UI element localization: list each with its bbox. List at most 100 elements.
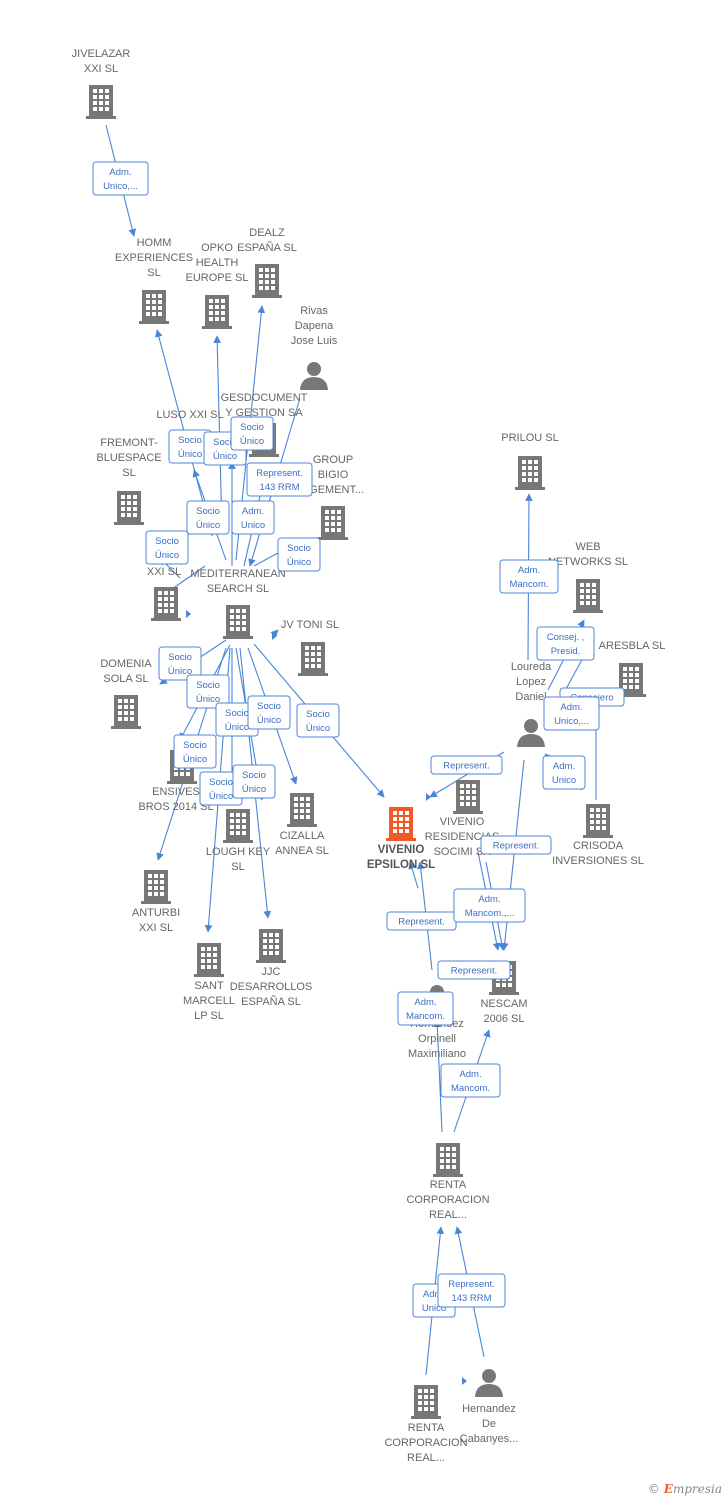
node-label-line: CORPORACION: [384, 1437, 467, 1449]
node-label: HernandezOrpinellMaximiliano: [408, 1018, 466, 1060]
edge-label-7[interactable]: Adm.Unico: [231, 500, 275, 535]
edge-label-21[interactable]: Adm.Unico,...: [543, 696, 600, 731]
building-icon: [433, 1143, 463, 1177]
edge-label-22[interactable]: Represent.: [430, 755, 503, 775]
edge-label-24[interactable]: Represent.: [480, 835, 552, 855]
edge-label-line: Socio: [306, 709, 330, 720]
edge-label-line: Único: [196, 694, 220, 705]
node-jvtoni[interactable]: JV TONI SL: [281, 619, 339, 676]
edge-label-18[interactable]: Adm.Mancom.: [499, 559, 559, 594]
node-label-line: Hernandez: [462, 1403, 516, 1415]
edge-label-box: [186, 500, 230, 535]
node-label-line: ESPAÑA SL: [241, 995, 301, 1008]
node-luso[interactable]: LUSO XXI SL: [156, 409, 223, 421]
edge-label-29[interactable]: Adm.Mancom.: [440, 1063, 501, 1098]
edge-label-5[interactable]: Represent.143 RRM: [246, 462, 313, 497]
building-icon: [111, 695, 141, 729]
building-icon: [411, 1385, 441, 1419]
building-icon: [298, 642, 328, 676]
node-label-line: SOLA SL: [103, 673, 148, 685]
edge-label-26[interactable]: Adm.Mancom.,...: [453, 888, 526, 923]
edge-label-box: [247, 695, 291, 730]
edge-label-27[interactable]: Represent.: [437, 960, 511, 980]
node-prilou[interactable]: PRILOU SL: [501, 432, 559, 490]
node-label-line: AGEMENT...: [302, 484, 364, 496]
edge-label-box: [232, 764, 276, 799]
node-label: JV TONI SL: [281, 619, 339, 631]
edge-label-line: Adm.: [242, 506, 264, 517]
edge-label-28[interactable]: Adm.Mancom.: [397, 991, 454, 1026]
node-label-line: NESCAM: [480, 998, 527, 1010]
edge-label-19[interactable]: Consej. ,Presid.: [536, 626, 595, 661]
node-aresbla[interactable]: ARESBLA SL: [599, 640, 666, 697]
edge-label-31[interactable]: Represent.143 RRM: [437, 1273, 506, 1308]
arrow-head-1: [186, 610, 191, 618]
person-icon: [517, 719, 545, 747]
node-label-line: ANTURBI: [132, 907, 180, 919]
node-label-line: Lopez: [516, 676, 546, 688]
edge-label-text: Adm.Mancom.: [451, 1069, 490, 1094]
edge-label-line: Adm.: [414, 997, 436, 1008]
edge-label-line: Socio: [155, 536, 179, 547]
empresia-logo[interactable]: ©Empresia: [648, 1482, 722, 1496]
edge-label-text: Adm.Unico: [552, 761, 576, 786]
node-label-line: REAL...: [429, 1209, 467, 1221]
node-label-line: CORPORACION: [406, 1194, 489, 1206]
edge-label-1[interactable]: Adm.Unico,...: [92, 161, 149, 196]
node-label: ARESBLA SL: [599, 640, 666, 652]
edge-label-line: Socio: [287, 543, 311, 554]
edge-line-33: [433, 1019, 443, 1133]
edge-label-23[interactable]: Adm.Unico: [542, 755, 586, 790]
edge-label-line: Adm.: [423, 1289, 445, 1300]
edge-label-25[interactable]: Represent.: [386, 911, 457, 931]
node-label-line: ENSIVES: [152, 786, 200, 798]
node-mxxi[interactable]: M...XXI SL: [147, 551, 181, 621]
node-label-line: SL: [147, 267, 160, 279]
edge-label-line: Represent.: [448, 1279, 494, 1290]
edge-label-box: [430, 755, 503, 775]
edge-label-line: Único: [178, 449, 202, 460]
